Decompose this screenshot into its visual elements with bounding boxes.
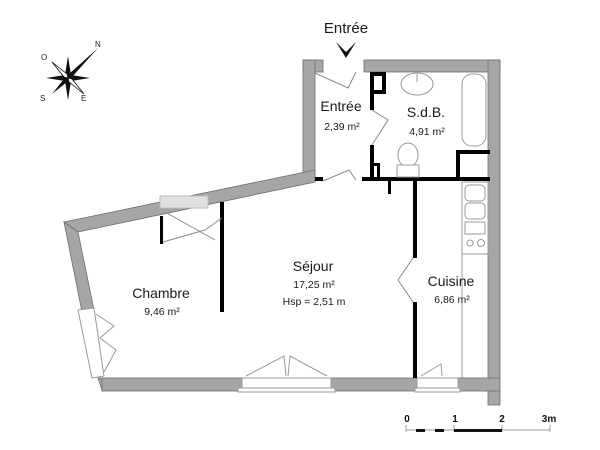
entrance-label: Entrée [323, 20, 369, 37]
room-cuisine-name: Cuisine [427, 273, 475, 289]
doors [162, 71, 414, 303]
room-sejour-area: 17,25 m² [293, 279, 335, 291]
room-sdb-name: S.d.B. [406, 104, 446, 120]
scale-tick-0: 0 [404, 414, 410, 425]
toilet-icon [397, 142, 419, 168]
compass-north-label: N [95, 40, 101, 49]
stove-icon [466, 239, 474, 247]
windows [77, 195, 461, 393]
scale-tick-2: 2 [499, 414, 505, 425]
compass-west-label: O [41, 53, 48, 62]
bathtub-icon [461, 73, 487, 147]
scale-tick-1: 1 [452, 414, 458, 425]
scale-bar [405, 425, 551, 432]
partitions [160, 72, 490, 378]
room-sejour-height: Hsp = 2,51 m [282, 296, 346, 308]
compass-east-label: E [81, 94, 87, 103]
room-entree-name: Entrée [320, 98, 362, 114]
room-cuisine-area: 6,86 m² [434, 294, 470, 306]
compass-south-label: S [40, 94, 46, 103]
scale-tick-3: 3m [541, 414, 557, 425]
entrance-arrow-icon [336, 42, 356, 58]
room-sejour-name: Séjour [292, 258, 334, 274]
kitchen-sink-icon [464, 184, 486, 202]
room-chambre-area: 9,46 m² [144, 306, 180, 318]
room-entree-area: 2,39 m² [324, 121, 360, 133]
compass-rose-icon [46, 48, 98, 100]
room-chambre-name: Chambre [132, 285, 190, 301]
room-sdb-area: 4,91 m² [409, 126, 445, 138]
fixtures [396, 72, 489, 378]
sink-icon [400, 72, 434, 96]
